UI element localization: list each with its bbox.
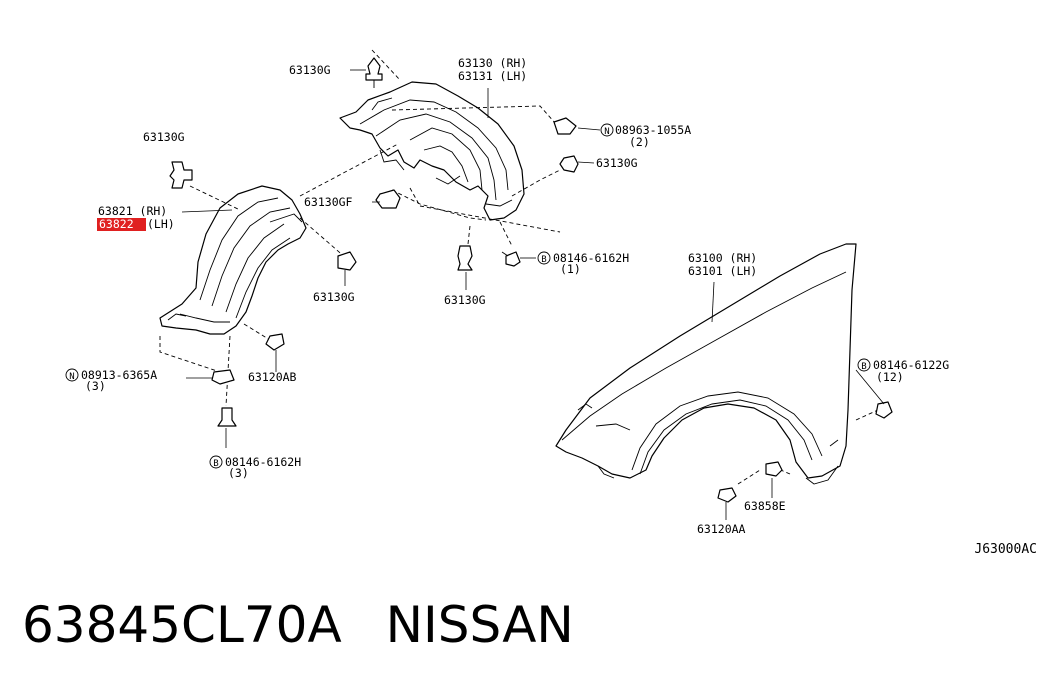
n-symbol-icon: N — [65, 368, 79, 382]
nut-icon — [211, 369, 235, 385]
clip-icon — [559, 155, 579, 173]
front-fender — [555, 243, 857, 485]
footer-caption: 63845CL70A NISSAN — [22, 596, 574, 654]
label-nut-08963: 08963-1055A — [615, 123, 691, 137]
screw-icon — [265, 333, 285, 351]
clip-icon — [375, 189, 401, 209]
label-bolt-rear: 08146-6162H — [553, 251, 629, 265]
label-bolt-fender-qty: (12) — [876, 370, 904, 384]
bolt-icon — [217, 407, 237, 427]
label-clip-gf: 63130GF — [304, 195, 353, 209]
highlight-box — [97, 218, 146, 231]
svg-text:B: B — [541, 255, 546, 265]
svg-text:B: B — [213, 459, 218, 469]
label-rear-liner-lh: 63131 (LH) — [458, 69, 527, 83]
label-protector-e: 63858E — [744, 499, 786, 513]
label-rear-liner-rh: 63130 (RH) — [458, 56, 527, 70]
clip-icon — [365, 57, 383, 88]
label-fender-lh: 63101 (LH) — [688, 264, 757, 278]
bolt-icon — [501, 251, 521, 267]
label-bolt-front: 08146-6162H — [225, 455, 301, 469]
label-front-liner-lh-number: 63822 — [99, 217, 134, 231]
label-bolt-front-qty: (3) — [228, 466, 249, 480]
front-fender-liner — [159, 185, 307, 335]
label-clip-right: 63130G — [596, 156, 638, 170]
clip-icon — [169, 161, 193, 189]
label-clip-mid: 63130G — [313, 290, 355, 304]
svg-text:B: B — [861, 362, 866, 372]
label-fender-rh: 63100 (RH) — [688, 251, 757, 265]
label-clip-bottom-rear: 63130G — [444, 293, 486, 307]
label-front-liner-rh: 63821 (RH) — [98, 204, 167, 218]
b-symbol-icon: B — [537, 251, 551, 265]
label-nut-08963-qty: (2) — [629, 135, 650, 149]
clip-icon — [457, 245, 473, 271]
label-bolt-fender: 08146-6122G — [873, 358, 949, 372]
label-clip-top: 63130G — [289, 63, 331, 77]
b-symbol-icon: B — [209, 455, 223, 469]
label-nut-08913: 08913-6365A — [81, 368, 157, 382]
n-symbol-icon: N — [600, 123, 614, 137]
label-screw-ab: 63120AB — [248, 370, 297, 384]
label-bolt-rear-qty: (1) — [560, 262, 581, 276]
label-clip-left: 63130G — [143, 130, 185, 144]
label-screw-aa: 63120AA — [697, 522, 746, 536]
nut-icon — [553, 117, 577, 135]
rear-fender-liner — [339, 81, 525, 221]
label-front-liner-lh-suffix: (LH) — [147, 217, 175, 231]
brand-name: NISSAN — [385, 596, 574, 654]
screw-icon — [717, 487, 737, 503]
b-symbol-icon: B — [857, 358, 871, 372]
diagram-code: J63000AC — [974, 542, 1037, 557]
label-nut-08913-qty: (3) — [85, 379, 106, 393]
part-number: 63845CL70A — [22, 596, 342, 654]
bolt-icon — [875, 401, 893, 419]
clip-icon — [337, 251, 357, 271]
svg-text:N: N — [604, 127, 609, 137]
protector-icon — [765, 461, 783, 477]
svg-text:N: N — [69, 372, 74, 382]
